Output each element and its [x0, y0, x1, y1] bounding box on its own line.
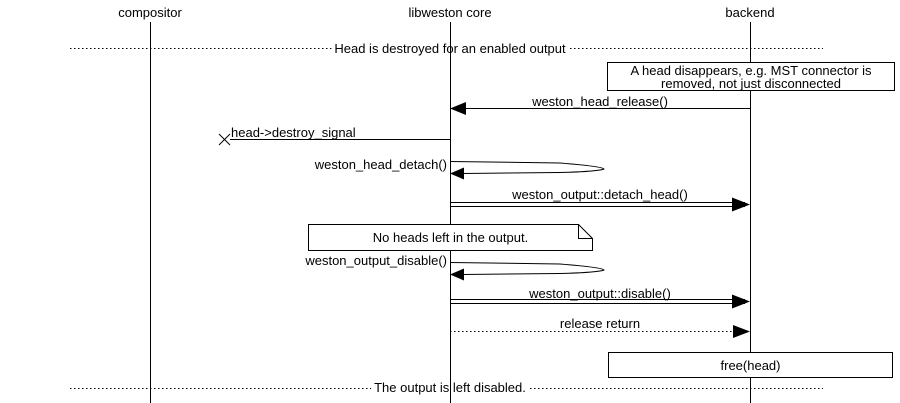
arrowhead-left-icon: [450, 167, 464, 180]
message-label-destroy-signal: head->destroy_signal: [231, 125, 356, 140]
lost-message-x-icon: [218, 133, 231, 146]
note-no-heads-text: No heads left in the output.: [372, 230, 529, 245]
note-no-heads: No heads left in the output.: [308, 224, 593, 251]
participant-compositor: compositor: [118, 5, 182, 20]
divider-label-output-disabled: The output is left disabled.: [371, 381, 529, 394]
message-label-detach-head: weston_output::detach_head(): [512, 187, 688, 202]
self-loop-output-disable: [449, 262, 605, 275]
free-head-text: free(head): [720, 357, 781, 373]
note-head-disappears-line1: A head disappears, e.g. MST connector is: [630, 62, 872, 78]
message-label-output-disable: weston_output::disable(): [529, 286, 671, 301]
participant-libweston-core: libweston core: [408, 5, 492, 20]
note-head-disappears: A head disappears, e.g. MST connector is…: [607, 62, 895, 91]
participant-backend: backend: [725, 5, 775, 20]
self-loop-head-detach: [449, 161, 605, 174]
divider-label-head-destroyed: Head is destroyed for an enabled output: [331, 42, 569, 55]
message-label-release-return: release return: [559, 316, 641, 331]
message-label-output-disable-fn: weston_output_disable(): [305, 253, 447, 268]
note-head-disappears-line2: removed, not just disconnected: [661, 75, 841, 91]
lost-message-x-icon: [218, 133, 231, 146]
message-label-head-detach: weston_head_detach(): [314, 157, 447, 172]
message-label-head-release: weston_head_release(): [532, 94, 668, 109]
box-free-head-label: free(head): [608, 352, 893, 378]
arrowhead-left-icon: [450, 268, 464, 281]
